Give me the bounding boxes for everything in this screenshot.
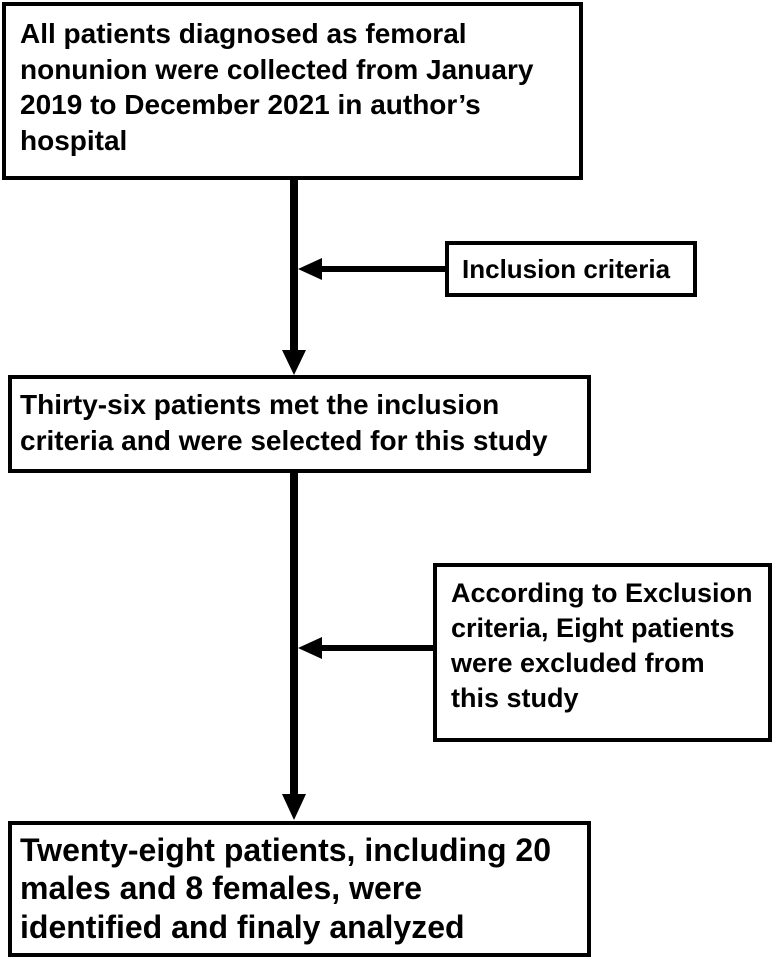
arrowhead-exclusion [298,637,322,659]
box-selected-patients: Thirty-six patients met the inclusion cr… [8,375,591,473]
box-selected-patients-text: Thirty-six patients met the inclusion cr… [20,389,548,456]
box-inclusion-criteria: Inclusion criteria [445,241,697,297]
box-final-analyzed-text: Twenty-eight patients, including 20 male… [20,832,551,945]
arrowhead-inclusion [298,258,322,280]
box-exclusion-criteria-text: According to Exclusion criteria, Eight p… [451,578,753,714]
box-all-patients: All patients diagnosed as femoral nonuni… [2,2,583,180]
box-inclusion-criteria-text: Inclusion criteria [462,254,671,284]
box-final-analyzed: Twenty-eight patients, including 20 male… [8,821,591,957]
box-all-patients-text: All patients diagnosed as femoral nonuni… [20,18,534,156]
box-exclusion-criteria: According to Exclusion criteria, Eight p… [433,563,772,742]
arrowhead-to-step3 [282,794,306,820]
arrowhead-to-step2 [282,350,306,375]
